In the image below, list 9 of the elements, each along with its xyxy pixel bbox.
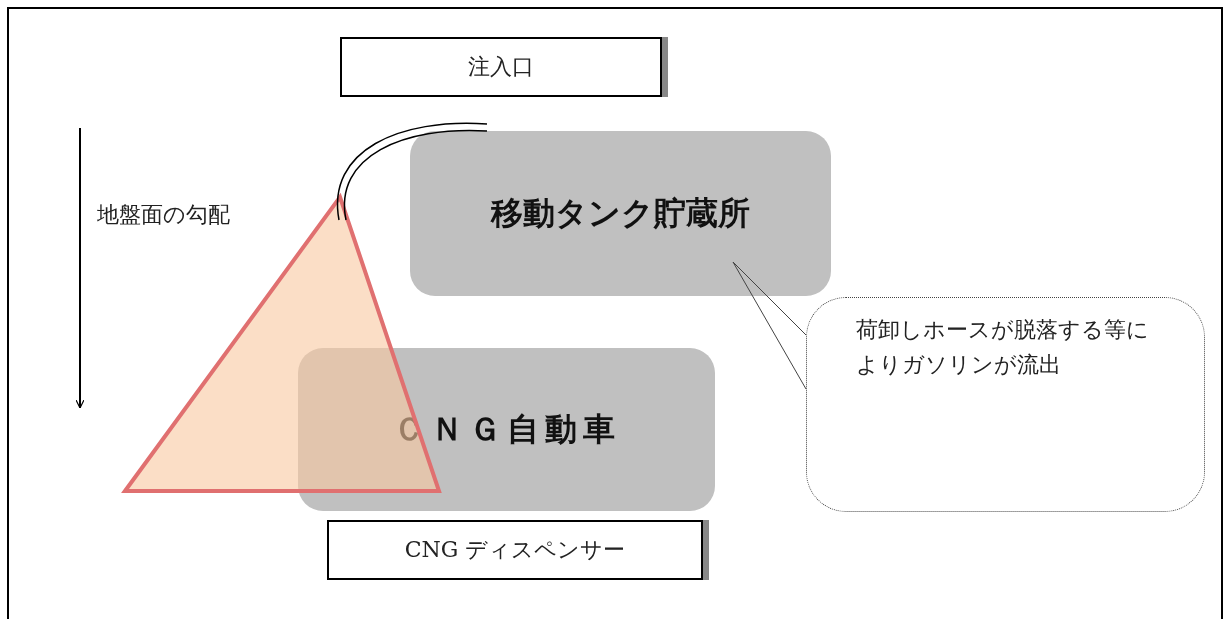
vehicle-box xyxy=(298,348,715,511)
slope-label: 地盤面の勾配 xyxy=(97,201,230,229)
box-label: CNG ディスペンサー xyxy=(404,536,626,564)
speech-bubble xyxy=(806,297,1205,512)
callout-pointer xyxy=(732,261,807,390)
tank-lorry-box xyxy=(410,131,831,296)
callout-text: 荷卸しホースが脱落する等によりガソリンが流出 xyxy=(855,316,1150,380)
box-label: 注入口 xyxy=(468,53,534,81)
box-label: 移動タンク貯蔵所 xyxy=(491,192,750,234)
